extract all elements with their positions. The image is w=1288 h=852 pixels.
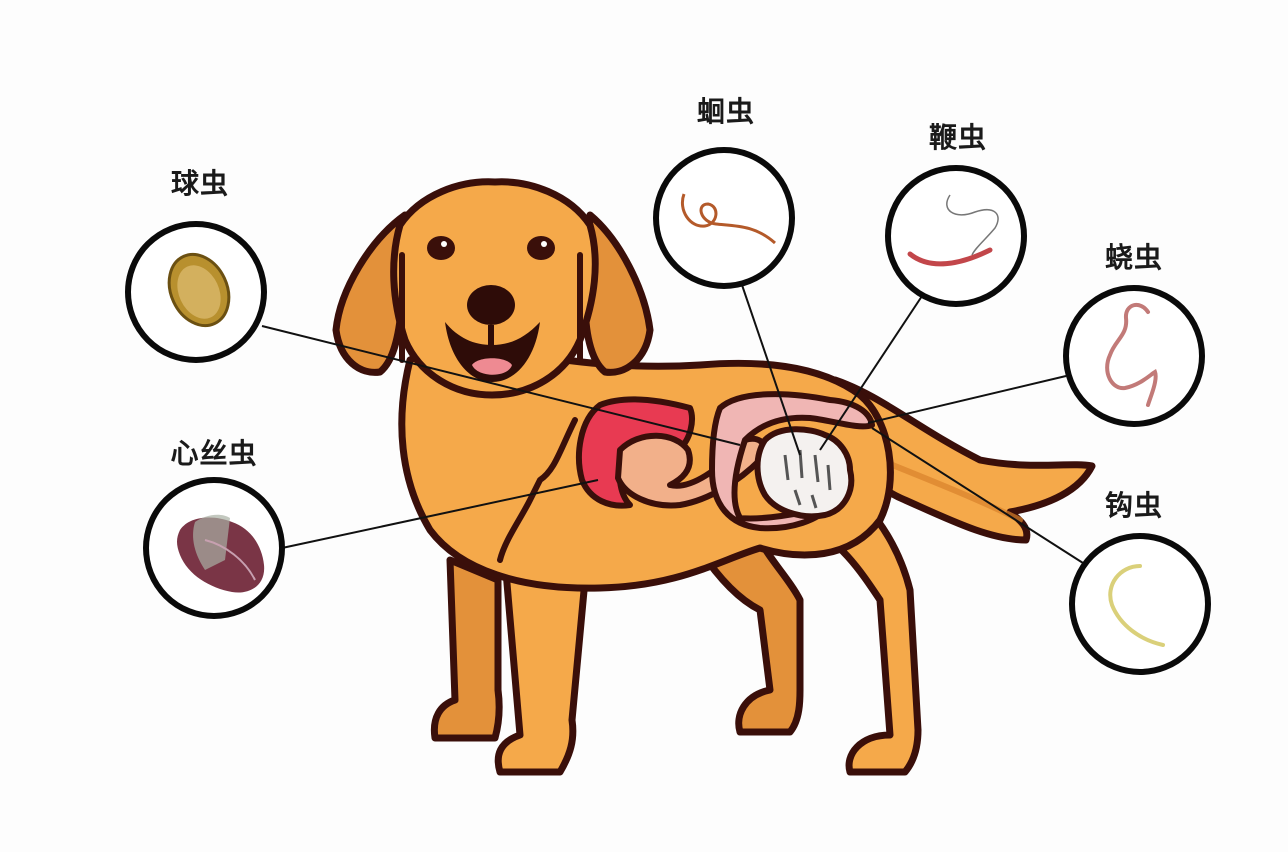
label-roundworm: 蛔虫 <box>696 95 756 128</box>
heart-icon <box>177 514 265 593</box>
leader-line-heartworm <box>281 479 599 549</box>
intestine-pink <box>709 391 875 532</box>
leader-line-coccidia <box>261 325 741 446</box>
callout-roundworm <box>653 147 795 289</box>
label-pinworm: 蛲虫 <box>1104 241 1164 274</box>
intestine-white <box>754 426 855 520</box>
dog-ear-right <box>581 211 654 376</box>
callout-heartworm <box>143 477 285 619</box>
dog-back-leg-near <box>796 496 922 776</box>
dog-ear-left <box>332 211 409 376</box>
label-whipworm: 鞭虫 <box>928 121 988 154</box>
oocyst-icon <box>167 252 231 328</box>
dog-eye-left <box>427 236 455 260</box>
callout-pinworm <box>1063 285 1205 427</box>
dog-nose <box>467 285 515 325</box>
dog-organs <box>576 391 875 532</box>
hookworm-icon <box>1108 564 1165 647</box>
whipworm-icon <box>907 194 999 267</box>
roundworm-icon <box>681 193 777 245</box>
pinworm-icon <box>1105 302 1158 407</box>
dog-mouth <box>445 322 540 382</box>
dog-face <box>427 236 555 382</box>
dog-tail <box>831 376 1096 544</box>
callout-whipworm <box>885 165 1027 307</box>
label-coccidia: 球虫 <box>170 167 230 200</box>
dog-front-leg-far <box>430 556 503 742</box>
label-hookworm: 钩虫 <box>1104 489 1164 522</box>
dog-eye-right <box>527 236 555 260</box>
dog-front-leg-near <box>494 556 589 776</box>
callout-hookworm <box>1069 533 1211 675</box>
leader-line-pinworm <box>867 375 1067 424</box>
leader-line-roundworm <box>741 284 801 456</box>
dog-tongue <box>472 358 512 375</box>
leader-line-hookworm <box>871 427 1084 564</box>
label-heartworm: 心丝虫 <box>170 437 258 470</box>
dog-back-leg-far <box>696 536 804 736</box>
leader-line-whipworm <box>819 295 923 451</box>
leader-lines <box>261 284 1084 564</box>
callout-coccidia <box>125 221 267 363</box>
